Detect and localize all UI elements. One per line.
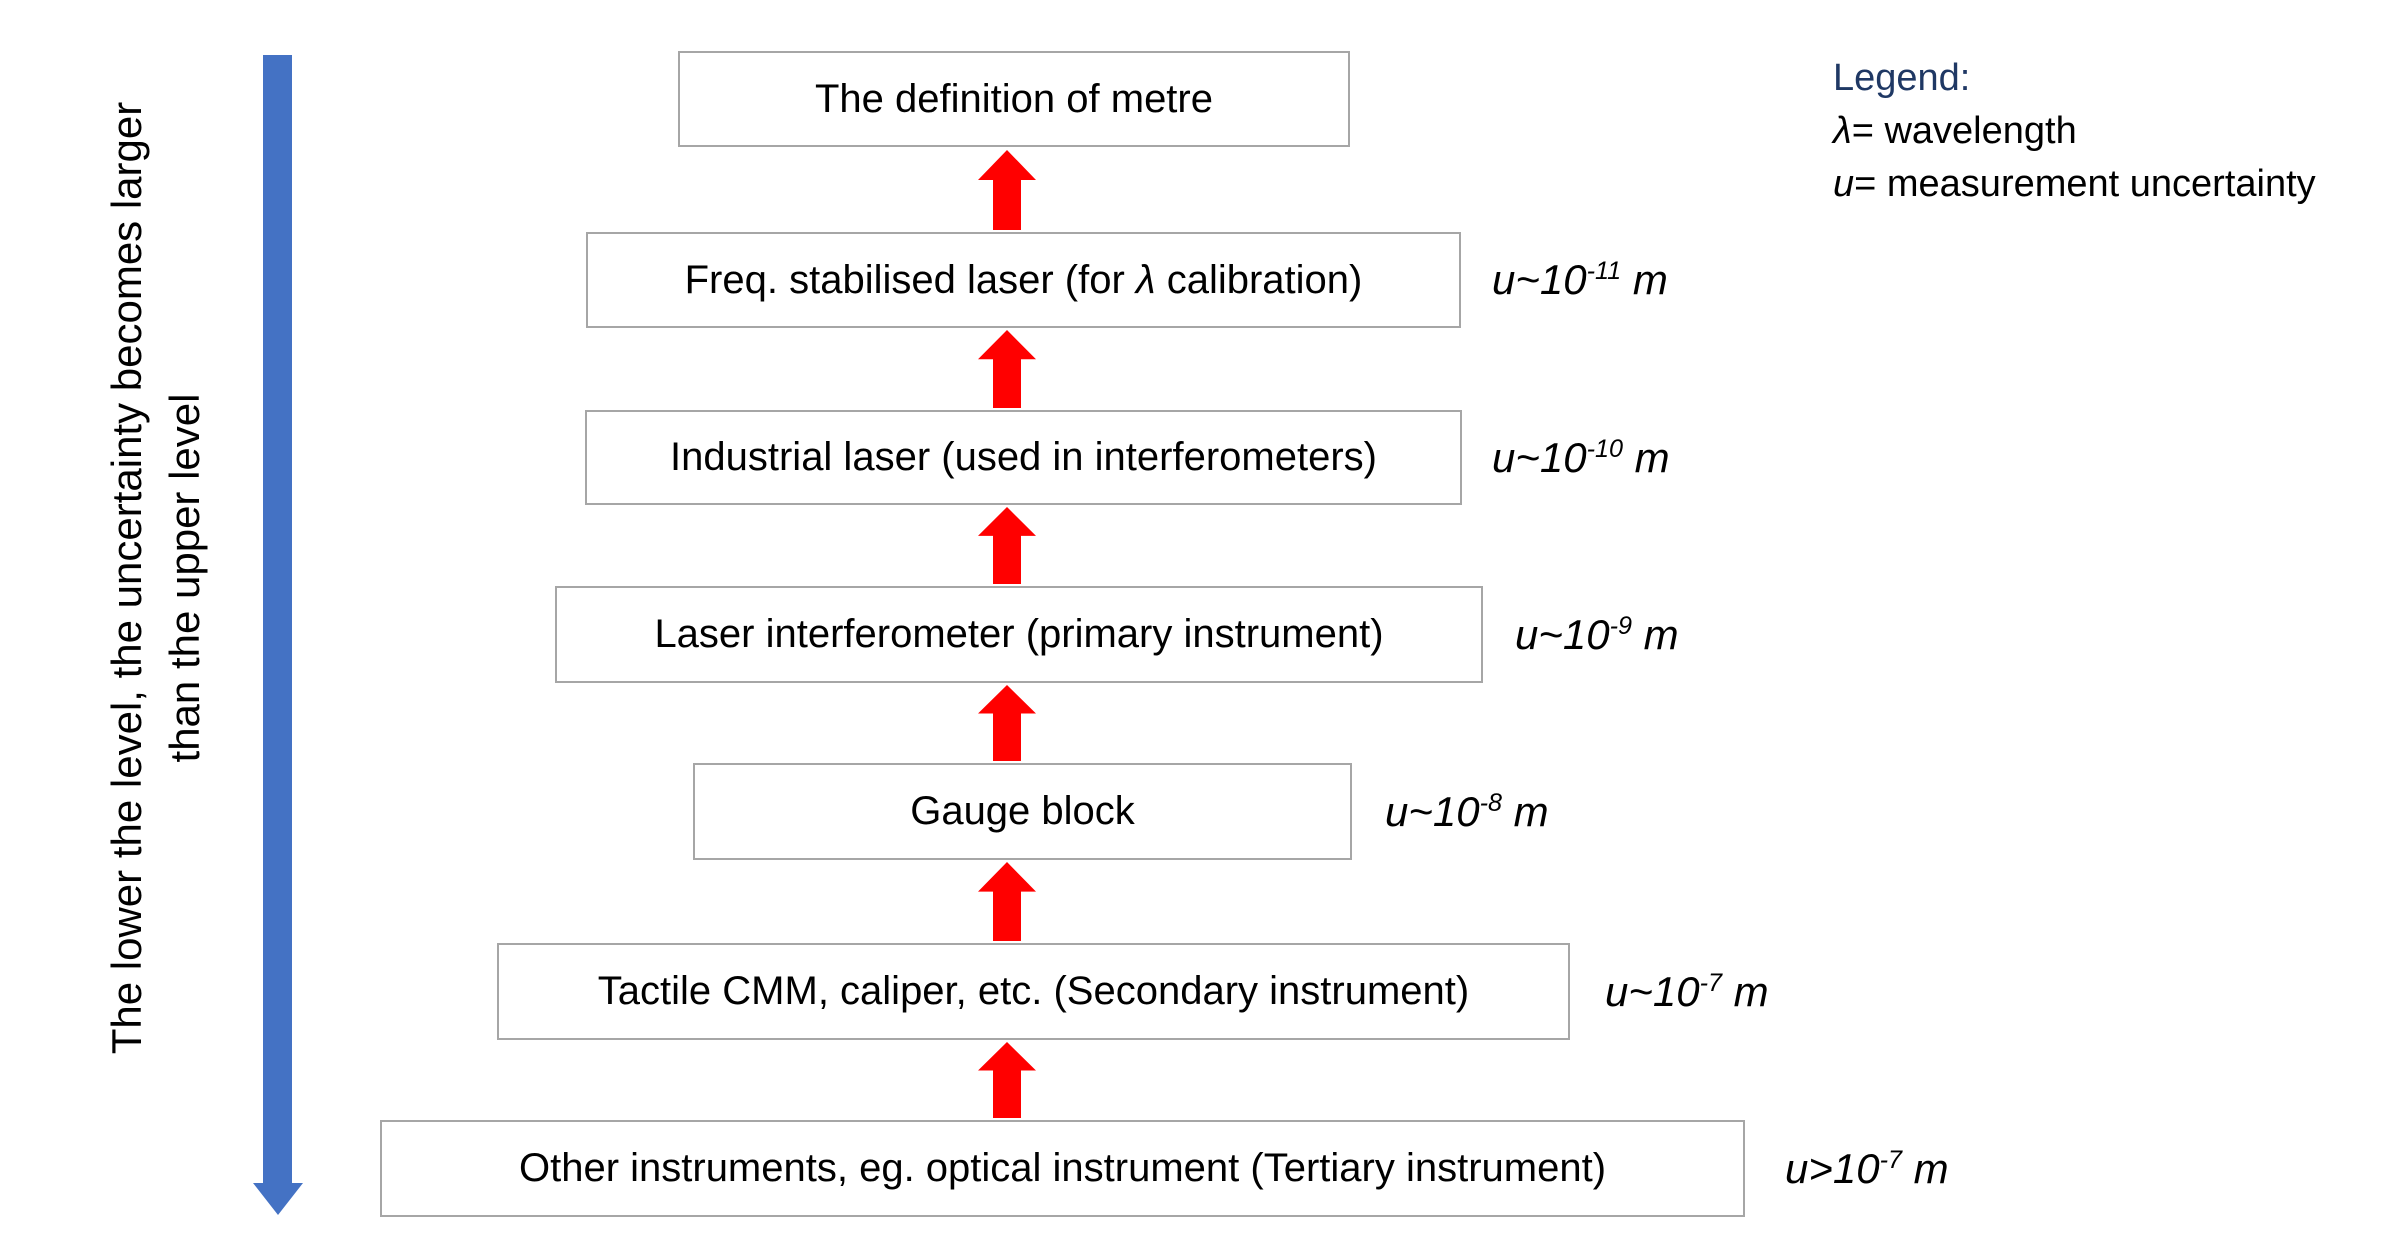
- legend-item-wavelength: λ= wavelength: [1833, 110, 2077, 152]
- box-gauge-block: Gauge block: [693, 763, 1352, 860]
- box-definition-of-metre: The definition of metre: [678, 51, 1350, 147]
- box-tactile-cmm-label: Tactile CMM, caliper, etc. (Secondary in…: [597, 969, 1470, 1013]
- up-arrow-icon-3: [978, 507, 1036, 584]
- uncertainty-label-industrial-laser: u~10-10 m: [1492, 433, 1670, 481]
- box-industrial-laser: Industrial laser (used in interferometer…: [585, 410, 1462, 505]
- up-arrow-icon-4: [978, 685, 1036, 761]
- up-arrow-icon-2: [978, 330, 1036, 408]
- side-note-rotated: The lower the level, the uncertainty bec…: [98, 78, 218, 1078]
- box-laser-interferometer: Laser interferometer (primary instrument…: [555, 586, 1483, 683]
- box-freq-stabilised-laser-label: Freq. stabilised laser (for λ calibratio…: [684, 257, 1363, 302]
- uncertainty-label-laser-interferometer: u~10-9 m: [1515, 610, 1679, 658]
- up-arrow-icon-6: [978, 1042, 1036, 1118]
- legend-title: Legend:: [1833, 57, 1971, 99]
- down-arrow-icon: [253, 55, 303, 1215]
- uncertainty-label-gauge-block: u~10-8 m: [1385, 787, 1549, 835]
- box-other-instruments-label: Other instruments, eg. optical instrumen…: [518, 1146, 1607, 1190]
- legend: Legend: λ= wavelength u= measurement unc…: [1833, 52, 2316, 211]
- up-arrow-icon-1: [978, 150, 1036, 230]
- box-tactile-cmm: Tactile CMM, caliper, etc. (Secondary in…: [497, 943, 1570, 1040]
- legend-item-uncertainty: u= measurement uncertainty: [1833, 163, 2316, 205]
- uncertainty-label-tactile-cmm: u~10-7 m: [1605, 967, 1769, 1015]
- side-note-line2: than the upper level: [161, 393, 208, 763]
- box-other-instruments: Other instruments, eg. optical instrumen…: [380, 1120, 1745, 1217]
- box-gauge-block-label: Gauge block: [910, 789, 1135, 833]
- box-laser-interferometer-label: Laser interferometer (primary instrument…: [654, 612, 1384, 656]
- box-definition-of-metre-label: The definition of metre: [815, 76, 1213, 121]
- box-freq-stabilised-laser: Freq. stabilised laser (for λ calibratio…: [586, 232, 1461, 328]
- up-arrow-icon-5: [978, 862, 1036, 941]
- uncertainty-label-other-instruments: u>10-7 m: [1785, 1144, 1949, 1192]
- box-industrial-laser-label: Industrial laser (used in interferometer…: [670, 435, 1377, 479]
- uncertainty-label-freq-laser: u~10-11 m: [1492, 256, 1668, 303]
- side-note-line1: The lower the level, the uncertainty bec…: [103, 101, 150, 1055]
